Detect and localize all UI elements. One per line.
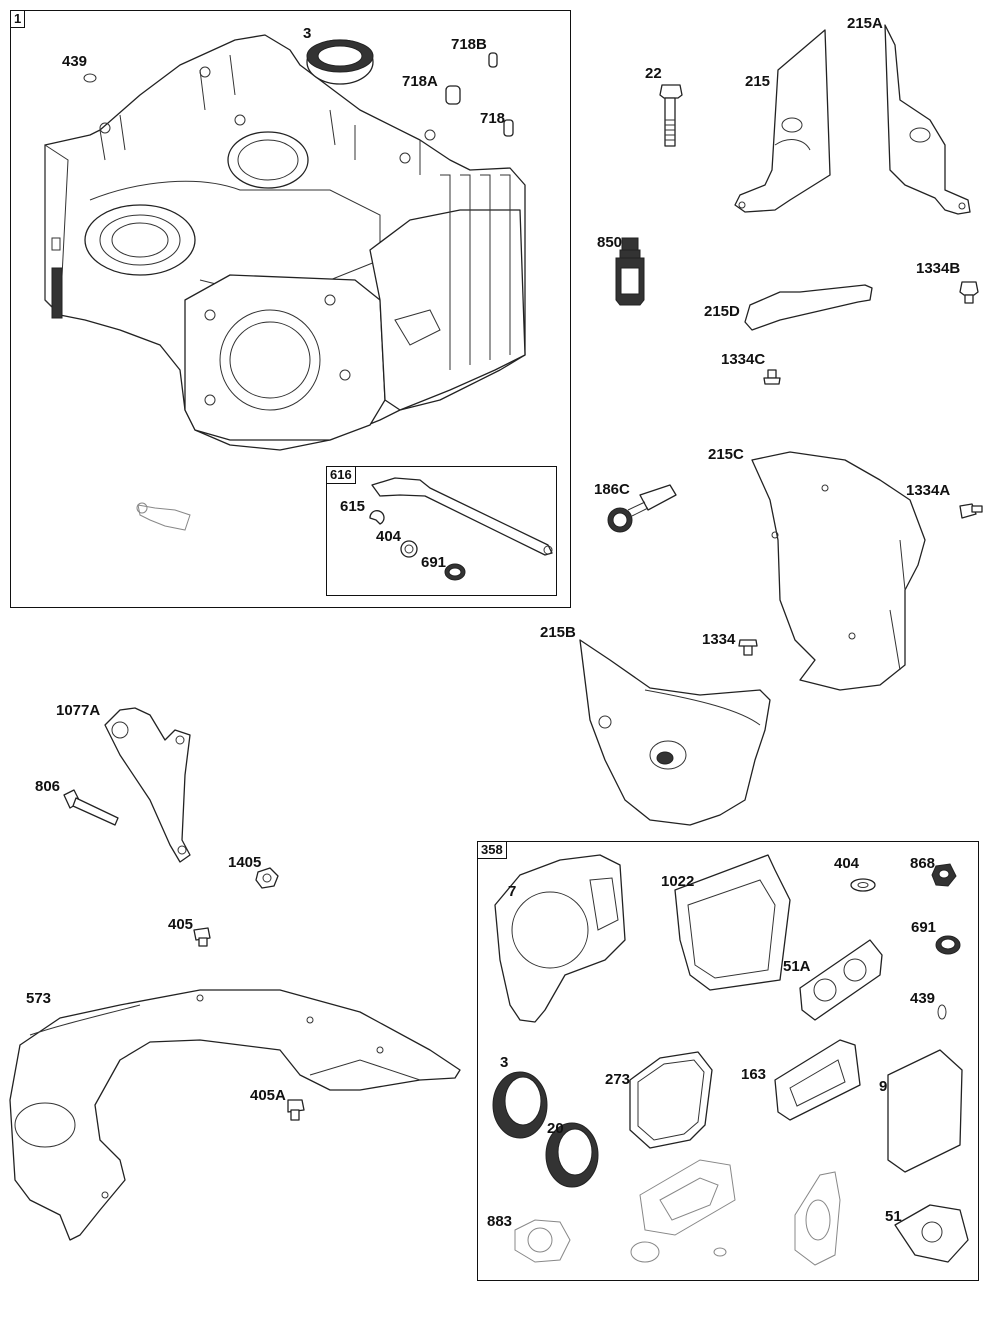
label-1334C: 1334C [721, 351, 766, 368]
gasket-883 [514, 1219, 571, 1263]
bracket-1077A [104, 707, 191, 863]
sealant-tube-850 [615, 237, 645, 306]
label-615: 615 [340, 498, 366, 515]
fitting-186C [607, 484, 677, 533]
label-806: 806 [35, 778, 61, 795]
label-gasket-3: 3 [500, 1054, 509, 1071]
gasket-set-tag: 358 [477, 841, 507, 859]
dowel-718B [488, 52, 498, 68]
baffle-215D [744, 284, 873, 331]
label-3: 3 [303, 25, 312, 42]
label-gasket-163: 163 [741, 1066, 767, 1083]
oil-seal-3-set [492, 1071, 548, 1139]
shroud-215C [751, 451, 926, 691]
screw-1334C [763, 369, 781, 385]
oil-seal-691 [935, 935, 961, 955]
o-ring-439-set [937, 1004, 947, 1020]
governor-group-tag: 616 [326, 466, 356, 484]
label-gasket-868: 868 [910, 855, 936, 872]
nut-1405 [255, 867, 279, 889]
label-215: 215 [745, 73, 771, 90]
shroud-215 [734, 29, 831, 213]
oil-seal-20 [545, 1122, 599, 1188]
o-ring-outline [630, 1241, 660, 1263]
crankcase-drawing [44, 34, 526, 451]
crankcase-group-tag: 1 [10, 10, 26, 28]
label-gasket-51A: 51A [783, 958, 811, 975]
bolt-806 [63, 789, 119, 826]
washer-404 [850, 878, 876, 892]
label-439: 439 [62, 53, 88, 70]
shroud-215A [884, 24, 971, 215]
gasket-51 [894, 1204, 969, 1263]
gasket-163 [774, 1039, 861, 1121]
label-718: 718 [480, 110, 506, 127]
shroud-215B [579, 639, 771, 826]
label-gasket-20: 20 [547, 1120, 564, 1137]
label-573: 573 [26, 990, 52, 1007]
label-22: 22 [645, 65, 662, 82]
bolt-405 [193, 927, 211, 947]
label-1334A: 1334A [906, 482, 951, 499]
crankcase-group-box [10, 10, 571, 608]
label-405: 405 [168, 916, 194, 933]
gasket-set-box [477, 841, 979, 1281]
label-718A: 718A [402, 73, 438, 90]
label-gasket-404: 404 [834, 855, 860, 872]
label-gasket-273: 273 [605, 1071, 631, 1088]
gasket-outline-b [794, 1171, 841, 1266]
label-gasket-691: 691 [911, 919, 937, 936]
head-gasket-7 [494, 854, 626, 1023]
dowel-718 [503, 119, 514, 137]
screw-1334 [738, 639, 758, 656]
label-gasket-439: 439 [910, 990, 936, 1007]
gasket-51A [799, 939, 883, 1021]
gasket-273 [629, 1051, 713, 1149]
label-gasket-7: 7 [508, 883, 517, 900]
bolt-1334B [959, 281, 979, 304]
label-215D: 215D [704, 303, 740, 320]
o-ring-439 [83, 73, 97, 83]
label-gasket-51: 51 [885, 1208, 902, 1225]
guard-573 [9, 989, 461, 1241]
bolt-22 [659, 84, 683, 147]
label-1334: 1334 [702, 631, 736, 648]
label-gasket-883: 883 [487, 1213, 513, 1230]
label-215B: 215B [540, 624, 576, 641]
gasket-outline-a [639, 1159, 736, 1236]
label-691: 691 [421, 554, 447, 571]
label-gasket-9: 9 [879, 1078, 888, 1095]
governor-group-box [326, 466, 557, 596]
label-186C: 186C [594, 481, 630, 498]
bolt-405A [287, 1099, 305, 1121]
oil-seal-3 [306, 39, 374, 85]
dowel-718A [445, 85, 461, 105]
label-405A: 405A [250, 1087, 286, 1104]
label-1334B: 1334B [916, 260, 961, 277]
label-1405: 1405 [228, 854, 262, 871]
bolt-1334A [959, 503, 983, 519]
label-215C: 215C [708, 446, 744, 463]
label-404: 404 [376, 528, 402, 545]
label-215A: 215A [847, 15, 883, 32]
governor-shaft-drawing [369, 477, 553, 581]
label-850: 850 [597, 234, 623, 251]
fitting-868 [931, 863, 957, 887]
gasket-1022 [674, 854, 791, 991]
plug-part [136, 502, 191, 531]
label-1077A: 1077A [56, 702, 101, 719]
label-718B: 718B [451, 36, 487, 53]
washer-outline [713, 1247, 727, 1257]
label-gasket-1022: 1022 [661, 873, 695, 890]
gasket-9 [887, 1049, 963, 1173]
